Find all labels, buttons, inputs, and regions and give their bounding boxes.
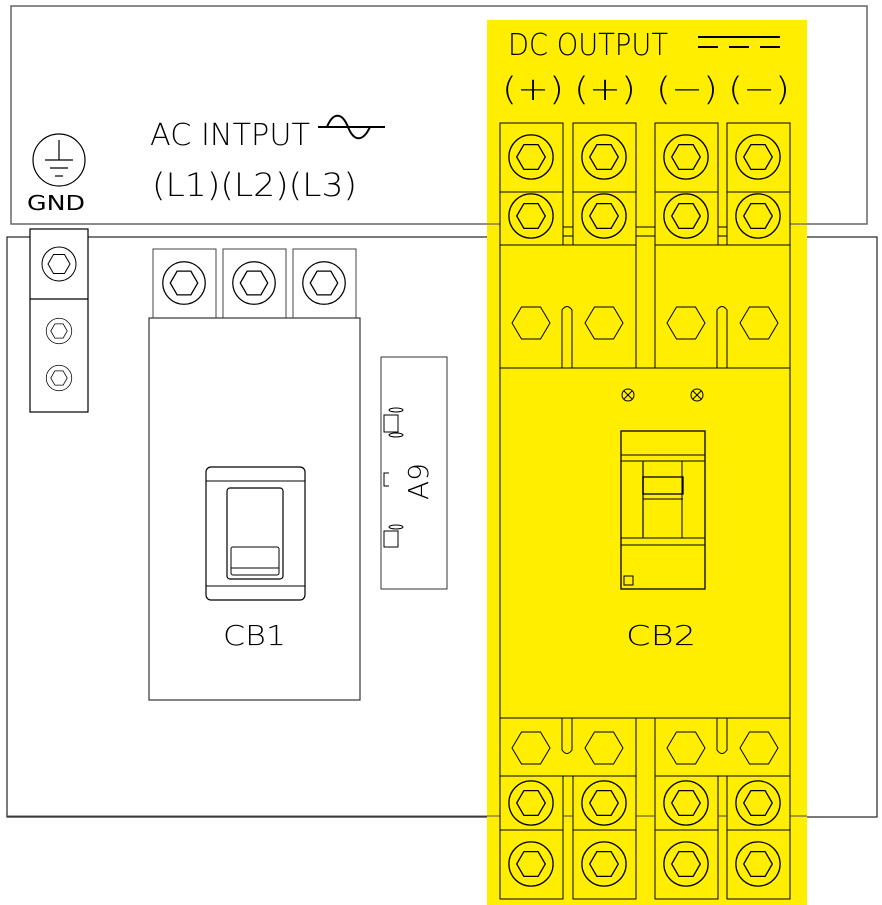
cb1-label: CB1 bbox=[223, 619, 286, 652]
ground-icon bbox=[32, 133, 86, 187]
cb2-toggle-switch[interactable] bbox=[642, 476, 684, 500]
a9-module bbox=[380, 356, 448, 590]
dc-bottom-terminals bbox=[7, 775, 807, 900]
cb2-breaker bbox=[499, 244, 791, 777]
dc-top-terminals bbox=[499, 122, 791, 246]
cb2-screw-1 bbox=[621, 388, 635, 402]
cb2-screw-2 bbox=[690, 388, 704, 402]
ac-input-title: AC INTPUT bbox=[150, 118, 310, 153]
dc-polarity-4: (−) bbox=[728, 70, 790, 108]
cb1-breaker bbox=[148, 248, 361, 701]
gnd-terminal-block bbox=[29, 228, 89, 413]
lower-panel-frame bbox=[6, 236, 878, 818]
cb2-label: CB2 bbox=[626, 619, 696, 652]
dc-polarity-2: (+) bbox=[574, 70, 636, 108]
gnd-label: GND bbox=[27, 191, 85, 215]
ac-phases-label: (L1)(L2)(L3) bbox=[152, 166, 357, 204]
ac-sine-icon bbox=[318, 114, 385, 140]
dc-polarity-3: (−) bbox=[656, 70, 718, 108]
upper-panel-frame bbox=[10, 5, 868, 225]
dc-polarity-1: (+) bbox=[502, 70, 564, 108]
dc-icon bbox=[698, 36, 780, 48]
cb1-toggle-switch[interactable] bbox=[226, 487, 284, 580]
a9-label: A9 bbox=[402, 463, 435, 500]
dc-output-title: DC OUTPUT bbox=[508, 28, 668, 63]
